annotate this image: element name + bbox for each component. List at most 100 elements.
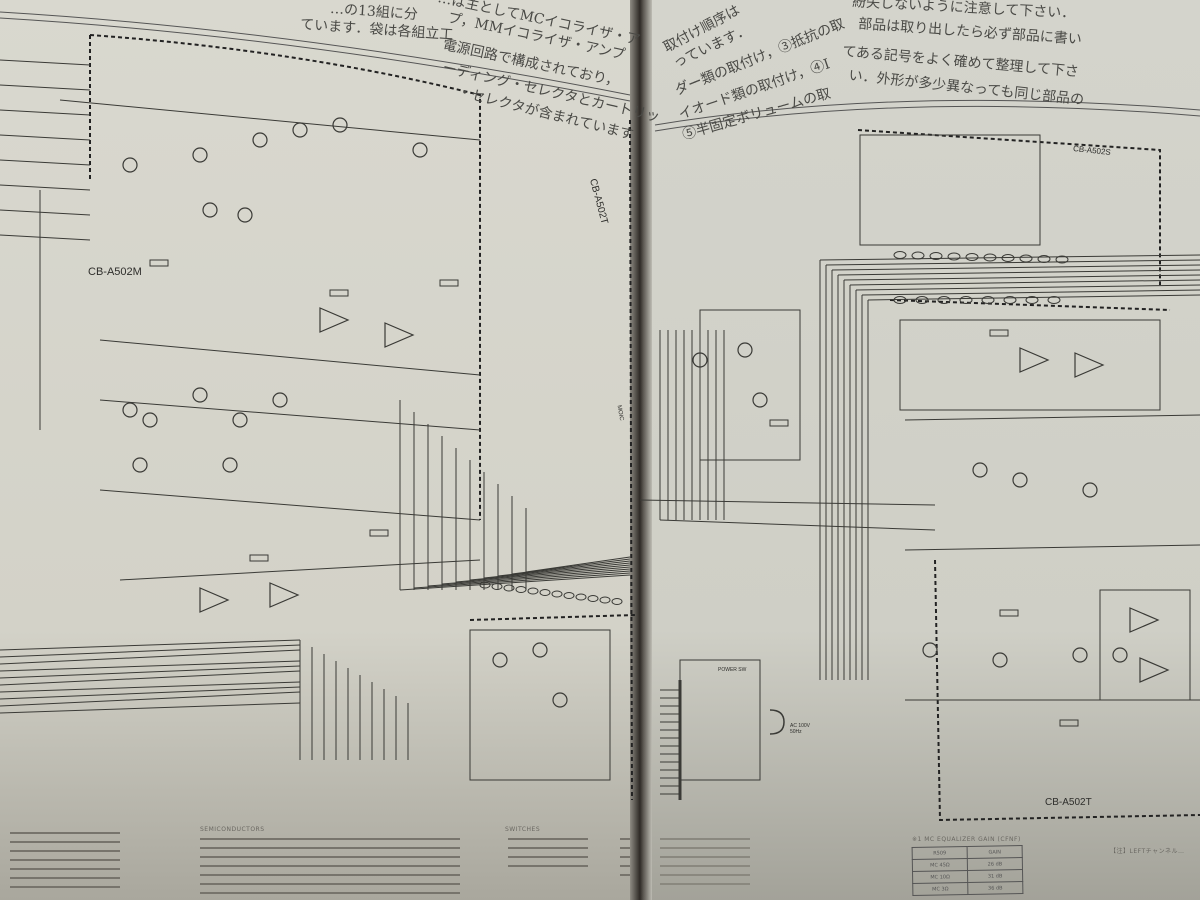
bus-wire: [0, 702, 301, 714]
gain-cell: GAIN: [967, 845, 1023, 859]
connector-node: [527, 587, 539, 595]
bus-wire: [0, 681, 301, 693]
circuit-block: [859, 134, 1041, 246]
bus-wire: [525, 556, 631, 573]
connector-node: [575, 593, 587, 601]
circuit-block: [699, 309, 801, 461]
parts-list-line: [508, 838, 588, 840]
bus-wire: [0, 691, 301, 707]
gain-cell: MC 3Ω: [912, 882, 968, 896]
op-amp-symbol: [1074, 352, 1105, 378]
bus-wire: [0, 686, 301, 700]
rail-wire: [659, 519, 936, 531]
op-amp-symbol: [1129, 607, 1160, 633]
transistor-symbol: [412, 142, 428, 158]
rail-wire: [639, 499, 936, 506]
transistor-symbol: [1012, 472, 1028, 488]
connector-node: [915, 296, 929, 304]
parts-list-line: [660, 838, 750, 840]
parts-list-line: [10, 859, 120, 861]
bus-wire: [831, 264, 1200, 271]
parts-list-line: [10, 850, 120, 852]
parts-list-line: [620, 838, 630, 840]
bus-wire: [483, 562, 631, 579]
bus-wire: [843, 274, 1200, 281]
page-rule: [654, 99, 1200, 126]
board-outline-right-edge: [629, 119, 633, 801]
transistor-symbol: [752, 392, 768, 408]
connector-node: [937, 296, 951, 304]
ac-input-label: AC 100V 50Hz: [790, 723, 811, 735]
connector-node: [539, 589, 551, 596]
bus-wire: [819, 254, 1200, 261]
gain-table-title: ※1 MC EQUALIZER GAIN (CFNF): [912, 836, 1021, 843]
transistor-symbol: [1082, 482, 1098, 498]
parts-list-line: [508, 865, 588, 867]
input-wire: [0, 59, 91, 66]
connector-node: [911, 251, 925, 260]
rail-wire: [59, 99, 481, 141]
parts-list-switches-title: SWITCHES: [505, 826, 541, 833]
transistor-symbol: [492, 652, 508, 668]
connector-node: [1055, 255, 1069, 264]
transistor-symbol: [992, 652, 1008, 668]
page-rule: [654, 105, 1200, 132]
bus-wire: [0, 649, 301, 665]
bus-wire: [399, 574, 631, 591]
parts-list-line: [620, 847, 630, 849]
bus-wire: [849, 279, 1200, 286]
board-outline-cb-a502m: [89, 34, 481, 520]
transistor-symbol: [292, 122, 308, 138]
connector-node: [965, 253, 979, 261]
connector-node: [1025, 296, 1039, 304]
circuit-block: [469, 629, 611, 781]
transistor-symbol: [122, 157, 138, 173]
input-wire: [0, 134, 91, 141]
rail-wire: [99, 339, 481, 376]
connector-node: [551, 590, 563, 598]
parts-list-line: [10, 841, 120, 843]
resistor-symbol: [439, 279, 459, 287]
rail-wire: [99, 399, 481, 431]
connector-node: [503, 584, 515, 592]
connector-node: [611, 598, 623, 605]
transistor-symbol: [202, 202, 218, 218]
parts-list-line: [620, 856, 630, 858]
parts-list-line: [660, 847, 750, 849]
input-wire: [0, 84, 91, 91]
resistor-symbol: [249, 554, 269, 562]
gain-cell: 31 dB: [967, 869, 1023, 883]
board-outline-lower: [469, 614, 636, 621]
op-amp-symbol: [269, 582, 300, 608]
resistor-symbol: [329, 289, 349, 297]
parts-list-line: [10, 832, 120, 834]
parts-list-line: [10, 868, 120, 870]
connector-node: [479, 581, 491, 589]
connector-node: [959, 296, 973, 304]
transistor-symbol: [922, 642, 938, 658]
transistor-symbol: [192, 147, 208, 163]
resistor-symbol: [769, 419, 789, 427]
book-gutter: [630, 0, 652, 900]
bus-wire: [825, 259, 1200, 266]
bus-wire: [861, 289, 1200, 296]
gain-cell: 36 dB: [967, 881, 1023, 895]
transistor-symbol: [552, 692, 568, 708]
transistor-symbol: [272, 392, 288, 408]
connector-node: [563, 592, 575, 599]
connector-node: [893, 251, 907, 259]
connector-node: [947, 252, 961, 261]
transistor-symbol: [142, 412, 158, 428]
parts-list-line: [620, 865, 630, 867]
connector-node: [1047, 296, 1061, 304]
parts-list-line: [508, 847, 588, 849]
input-wire: [0, 109, 91, 116]
parts-list-line: [620, 874, 630, 876]
transistor-symbol: [532, 642, 548, 658]
left-page: [0, 0, 636, 900]
page-rule: [0, 17, 631, 102]
parts-list-line: [200, 892, 460, 894]
bus-wire: [0, 644, 301, 658]
